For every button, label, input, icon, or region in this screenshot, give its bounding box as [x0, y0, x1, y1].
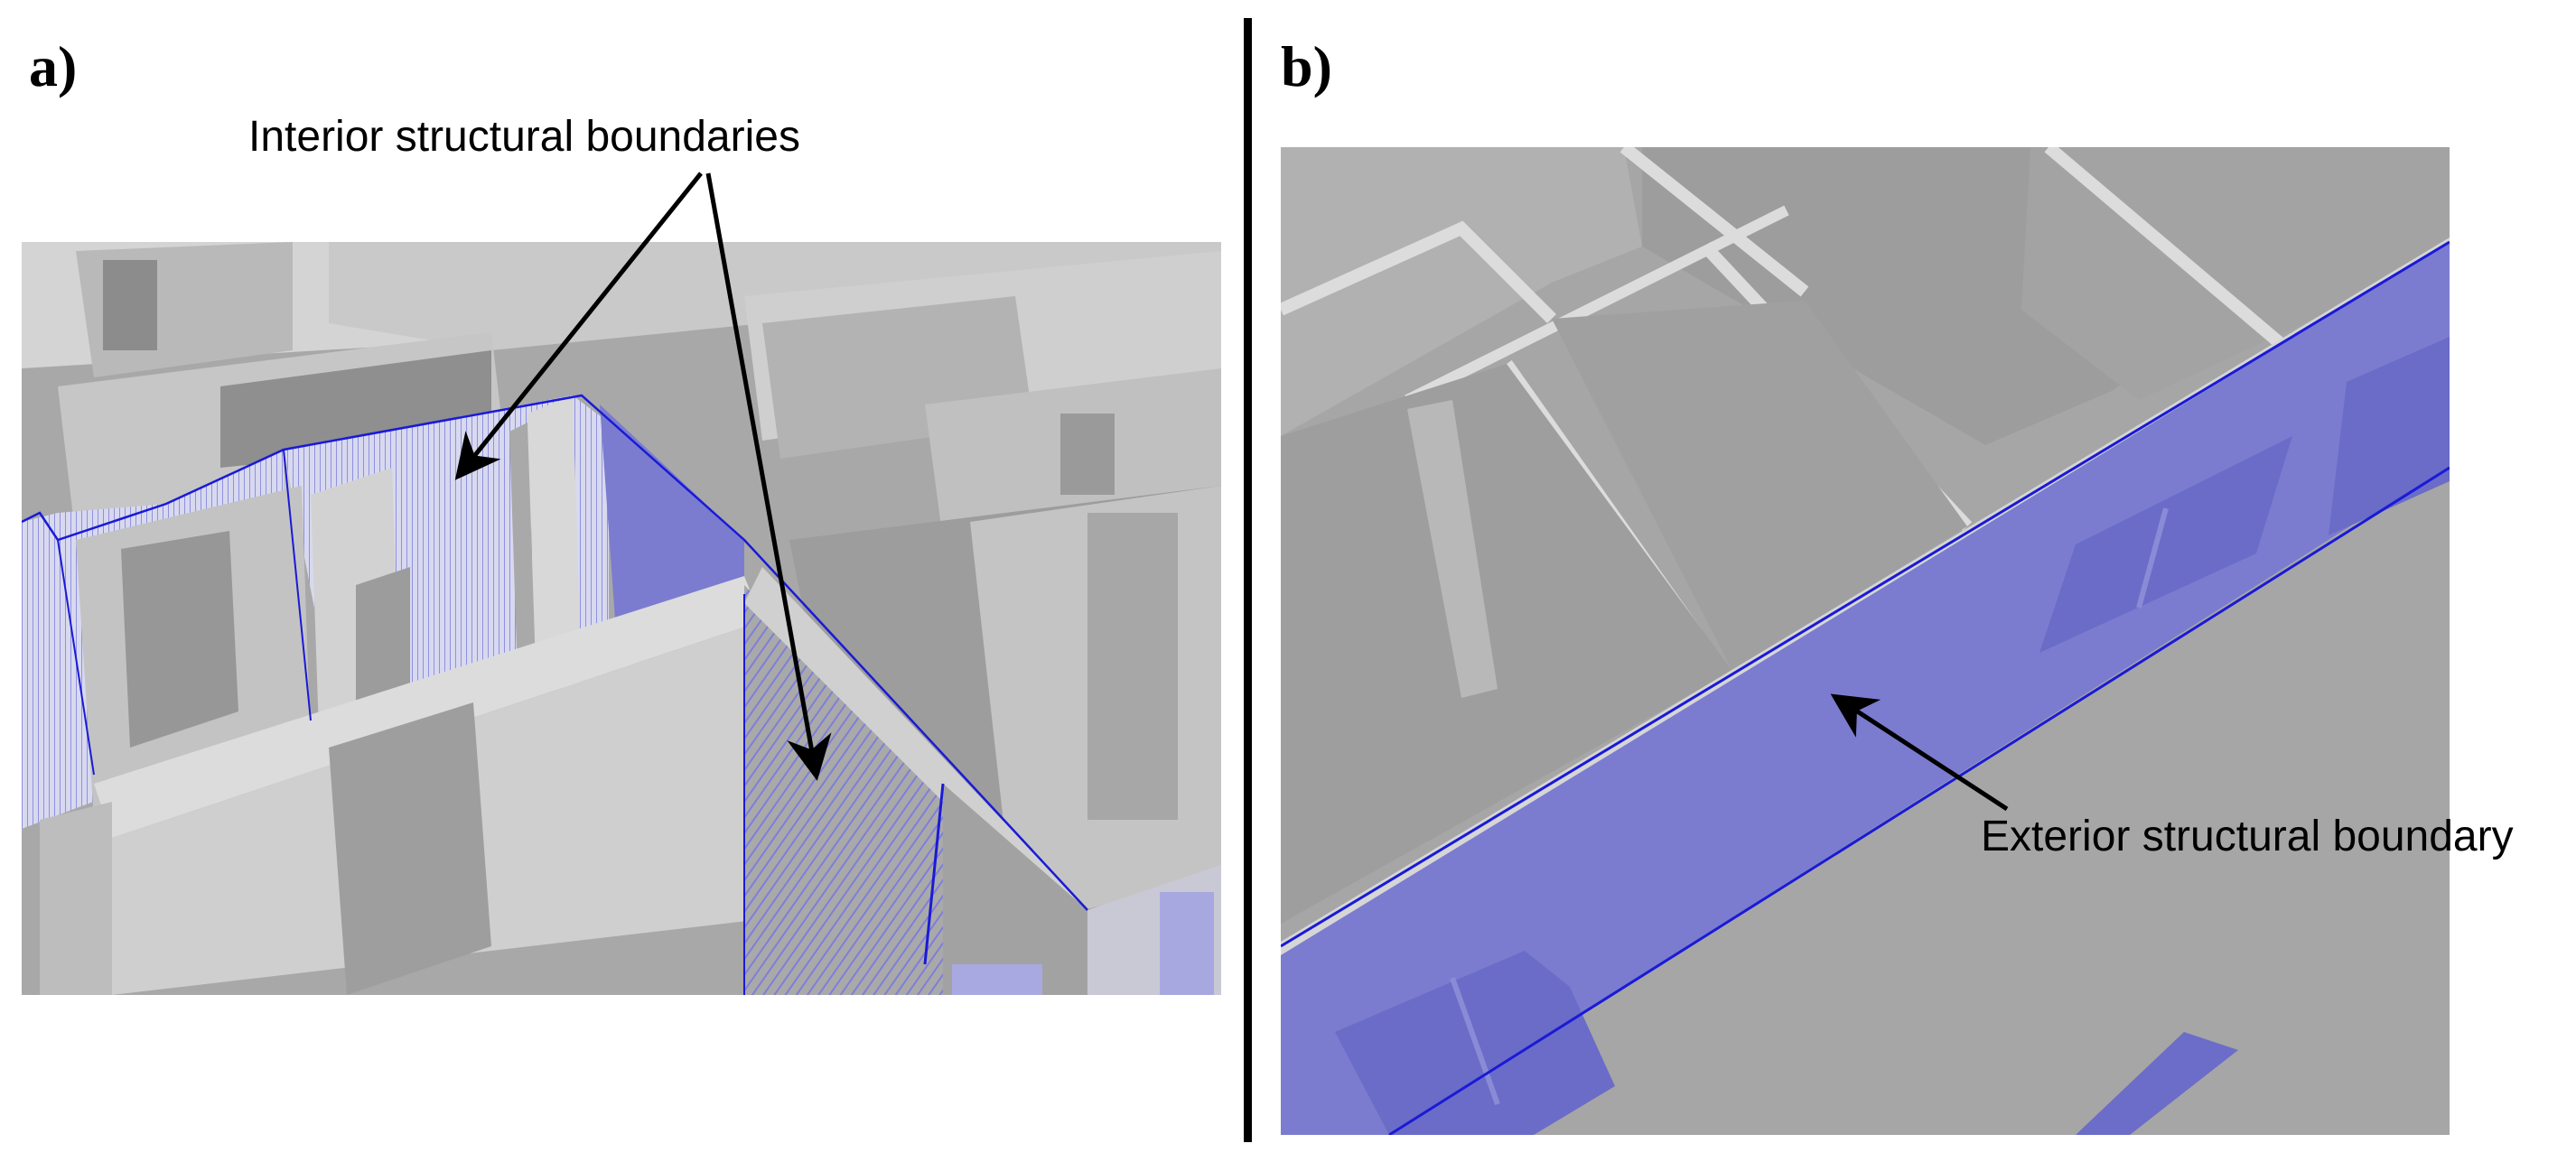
interior-boundaries-label: Interior structural boundaries	[248, 113, 800, 161]
exterior-boundary-label: Exterior structural boundary	[1981, 813, 2514, 860]
panel-divider	[1244, 18, 1252, 1142]
interior-model-render	[22, 242, 1221, 995]
panel-a-scene	[22, 242, 1221, 995]
exterior-model-render	[1281, 147, 2450, 1135]
panel-b-scene	[1281, 147, 2450, 1135]
panel-a-label: a)	[29, 34, 78, 98]
panel-b-label: b)	[1281, 34, 1332, 98]
